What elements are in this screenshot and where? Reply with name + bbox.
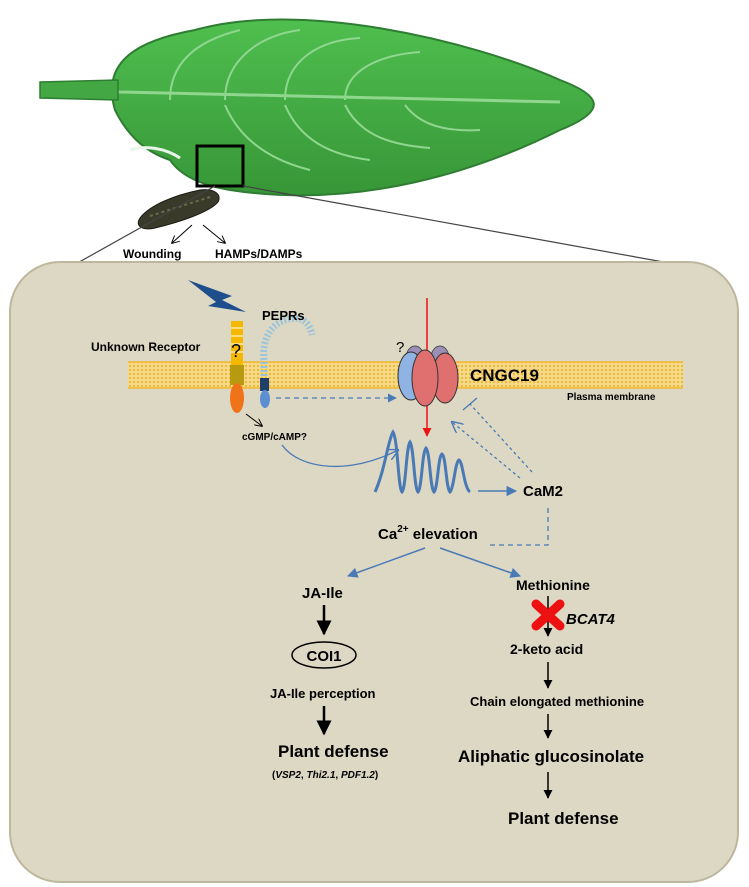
leaf-illustration <box>39 18 595 197</box>
inhibition-cross-icon <box>531 599 565 631</box>
label-ca-elevation: Ca2+ elevation <box>378 524 478 543</box>
label-ja-perception: JA-Ile perception <box>270 686 376 701</box>
cngc19-channel-icon <box>397 298 459 437</box>
label-cgmp-camp: cGMP/cAMP? <box>242 432 307 443</box>
caterpillar-icon <box>137 189 220 230</box>
label-methionine: Methionine <box>516 577 590 593</box>
label-2-keto-acid: 2-keto acid <box>510 641 583 657</box>
label-plant-defense-right: Plant defense <box>508 809 619 828</box>
label-plant-defense-left: Plant defense <box>278 742 389 761</box>
zoom-line-left <box>64 185 216 271</box>
label-bcat4: BCAT4 <box>566 611 616 628</box>
label-chain-elongated: Chain elongated methionine <box>470 694 644 709</box>
lightning-icon <box>188 280 246 312</box>
zoom-line-right <box>242 185 681 266</box>
zoom-box <box>195 144 245 188</box>
question-channel: ? <box>396 339 404 356</box>
label-unknown-receptor: Unknown Receptor <box>91 340 201 354</box>
label-marker-genes: (VSP2, Thi2.1, PDF1.2) <box>272 770 378 781</box>
label-cngc19: CNGC19 <box>470 366 539 385</box>
question-receptor: ? <box>231 341 241 361</box>
label-peprs: PEPRs <box>262 308 305 323</box>
unknown-receptor-icon <box>230 321 244 413</box>
label-wounding: Wounding <box>123 247 181 261</box>
label-cam2: CaM2 <box>523 483 563 500</box>
label-coi1: COI1 <box>306 648 341 665</box>
label-aliphatic-glucosinolate: Aliphatic glucosinolate <box>458 747 644 766</box>
label-plasma-membrane: Plasma membrane <box>567 392 656 403</box>
peprs-receptor-icon <box>260 314 316 408</box>
label-ja-ile: JA-Ile <box>302 585 343 602</box>
calcium-oscillation-icon <box>373 429 472 495</box>
cell-region <box>9 261 739 883</box>
label-hamps-damps: HAMPs/DAMPs <box>215 247 303 261</box>
coi1-ellipse <box>291 641 357 669</box>
